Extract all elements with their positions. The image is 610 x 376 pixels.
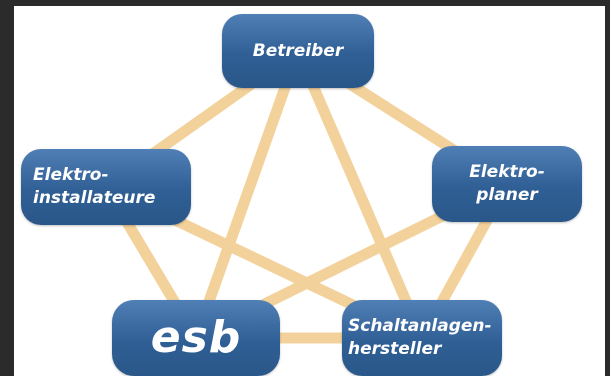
node-elektro-installateure: Elektro- installateure — [21, 149, 191, 225]
node-schaltanlagenhersteller: Schaltanlagen- hersteller — [342, 300, 502, 376]
node-esb: esb — [112, 300, 280, 376]
node-betreiber: Betreiber — [222, 14, 374, 88]
node-elektro-planer: Elektro- planer — [432, 146, 582, 222]
diagram-canvas: Betreiber Elektro- installateure Elektro… — [14, 6, 605, 376]
link-betreiber-esb — [190, 45, 304, 344]
link-betreiber-schaltanlagenhersteller — [292, 45, 428, 344]
